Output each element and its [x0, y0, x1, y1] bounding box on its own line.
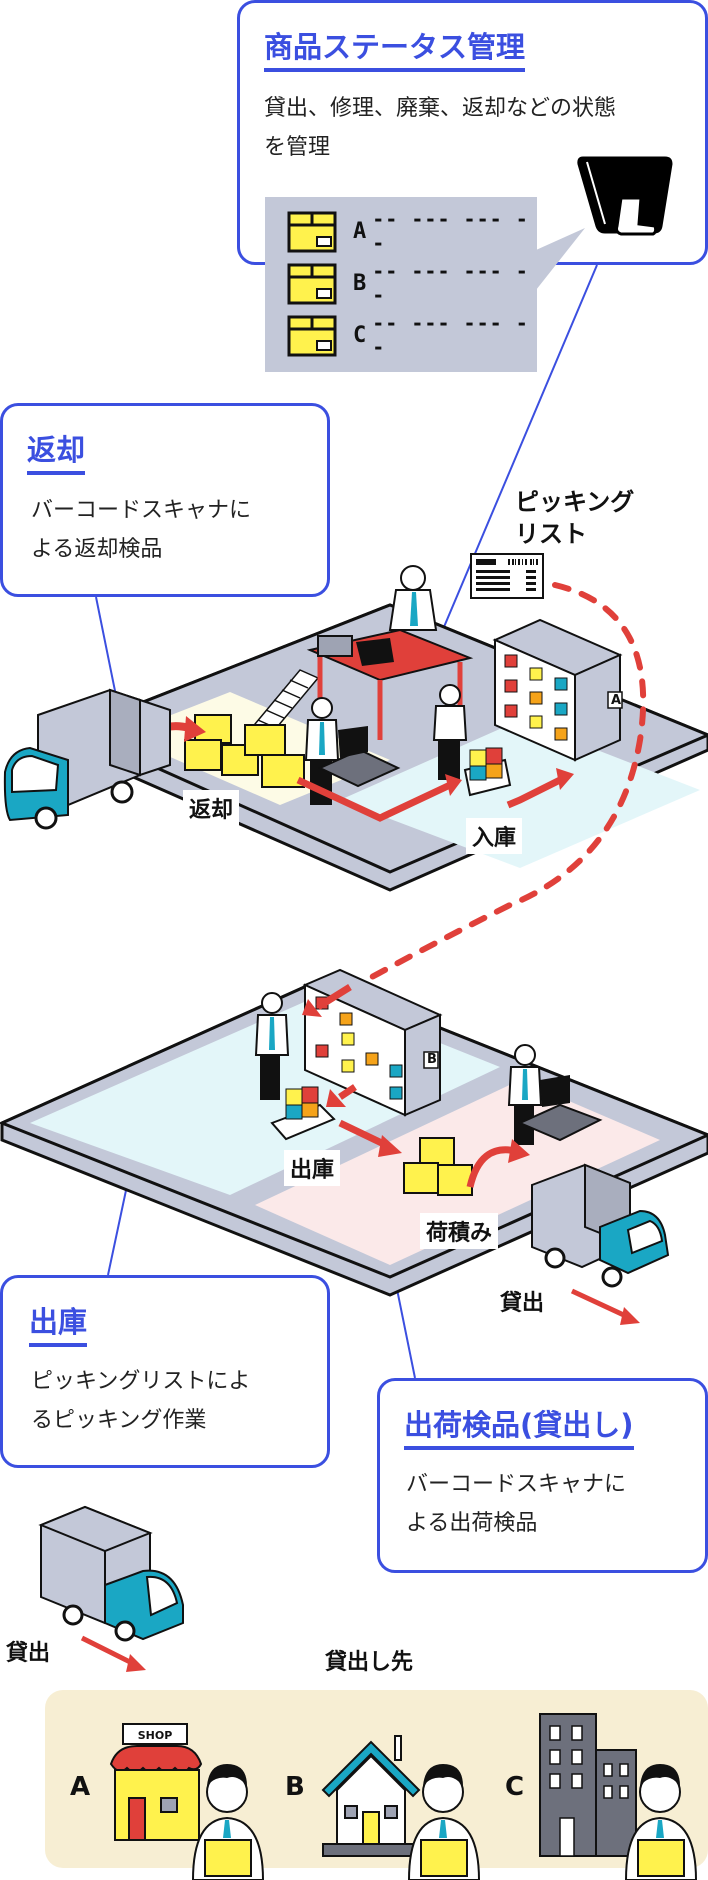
shelf-a-tag: A — [611, 693, 622, 708]
status-row: A -- --- --- -- — [285, 207, 537, 255]
status-card-description-line2: を管理 — [264, 135, 331, 160]
truck-return — [3, 688, 171, 830]
shipping-inspection-card: 出荷検品(貸出し) バーコードスキャナに よる出荷検品 — [377, 1378, 708, 1573]
picking-list-label-line1: ピッキング — [515, 488, 635, 516]
status-code: C — [353, 322, 367, 348]
outbound-card-description-line1: ピッキングリストによ — [31, 1369, 251, 1394]
status-row: C -- --- --- -- — [285, 311, 537, 359]
staff-person-picking — [432, 684, 512, 797]
package-icon — [287, 211, 337, 253]
inbound-flow-label: 入庫 — [466, 818, 523, 854]
destinations-title: 貸出し先 — [325, 1650, 414, 1675]
return-card: 返却 バーコードスキャナに よる返却検品 — [0, 403, 330, 597]
package-icon — [287, 315, 337, 357]
destination-letter: B — [285, 1772, 305, 1802]
outbound-card-description-line2: るピッキング作業 — [31, 1408, 207, 1433]
truck-delivery — [38, 1505, 184, 1642]
return-card-title: 返却 — [27, 436, 86, 475]
staff-person-desk — [388, 565, 438, 631]
return-flow-label: 返却 — [183, 790, 240, 826]
package-icon — [287, 263, 337, 305]
office-building-icon — [539, 1713, 698, 1880]
status-value: -- --- --- -- — [372, 259, 529, 307]
status-code: B — [353, 270, 367, 296]
shop-icon: SHOP — [109, 1723, 265, 1880]
staff-person-inspection — [507, 1044, 603, 1145]
truck-loading — [531, 1163, 670, 1288]
warehouse-bottom-scene — [0, 968, 708, 1297]
outbound-card-title: 出庫 — [29, 1308, 88, 1347]
outbound-card: 出庫 ピッキングリストによ るピッキング作業 — [0, 1275, 330, 1468]
shelf-a — [492, 618, 623, 762]
shop-sign: SHOP — [138, 1729, 173, 1742]
status-list-panel: A -- --- --- -- B -- --- --- -- C -- ---… — [265, 197, 537, 372]
status-row: B -- --- --- -- — [285, 259, 537, 307]
inspection-card-title: 出荷検品(貸出し) — [404, 1411, 634, 1450]
loading-flow-label: 荷積み — [420, 1213, 499, 1249]
red-office-desk — [306, 628, 474, 740]
status-card-title: 商品ステータス管理 — [264, 33, 526, 72]
inspection-card-description-line1: バーコードスキャナに — [406, 1472, 627, 1497]
monitor-icon — [577, 156, 673, 236]
status-list-pointer — [536, 228, 585, 290]
zone-inbound — [340, 720, 700, 868]
lend-arrow-bottom — [80, 1635, 146, 1672]
picking-list-icon — [470, 553, 544, 599]
destinations-panel: A SHOP B C — [45, 1690, 708, 1880]
return-card-description-line1: バーコードスキャナに — [31, 498, 252, 523]
inbound-arrow-1 — [296, 776, 452, 822]
staff-person-outbound — [254, 992, 336, 1141]
loading-boxes — [403, 1137, 473, 1196]
shelf-b — [302, 968, 443, 1117]
return-card-description-line2: よる返却検品 — [31, 537, 163, 562]
lend-arrow-top — [570, 1288, 640, 1325]
loading-arrow — [466, 1146, 517, 1188]
lend-label-bottom: 貸出 — [6, 1641, 51, 1666]
shelf-to-person-arrow — [316, 984, 352, 1010]
destination-letter: C — [505, 1772, 525, 1802]
inspection-card-description-line2: よる出荷検品 — [406, 1511, 538, 1536]
status-value: -- --- --- -- — [372, 311, 529, 359]
status-code: A — [353, 218, 367, 244]
outbound-flow-label: 出庫 — [284, 1150, 341, 1186]
house-icon — [321, 1735, 481, 1880]
destination-letter: A — [70, 1772, 91, 1802]
picking-list-label-line2: リスト — [515, 520, 587, 548]
connector-status-to-desk — [429, 264, 598, 661]
inbound-arrow-2 — [506, 776, 562, 809]
status-value: -- --- --- -- — [372, 207, 529, 255]
status-card-description-line1: 貸出、修理、廃棄、返却などの状態 — [264, 96, 617, 121]
shelf-b-tag: B — [427, 1052, 437, 1067]
lend-label-top: 貸出 — [500, 1291, 545, 1316]
shelf-to-cart-arrow — [338, 1084, 357, 1100]
